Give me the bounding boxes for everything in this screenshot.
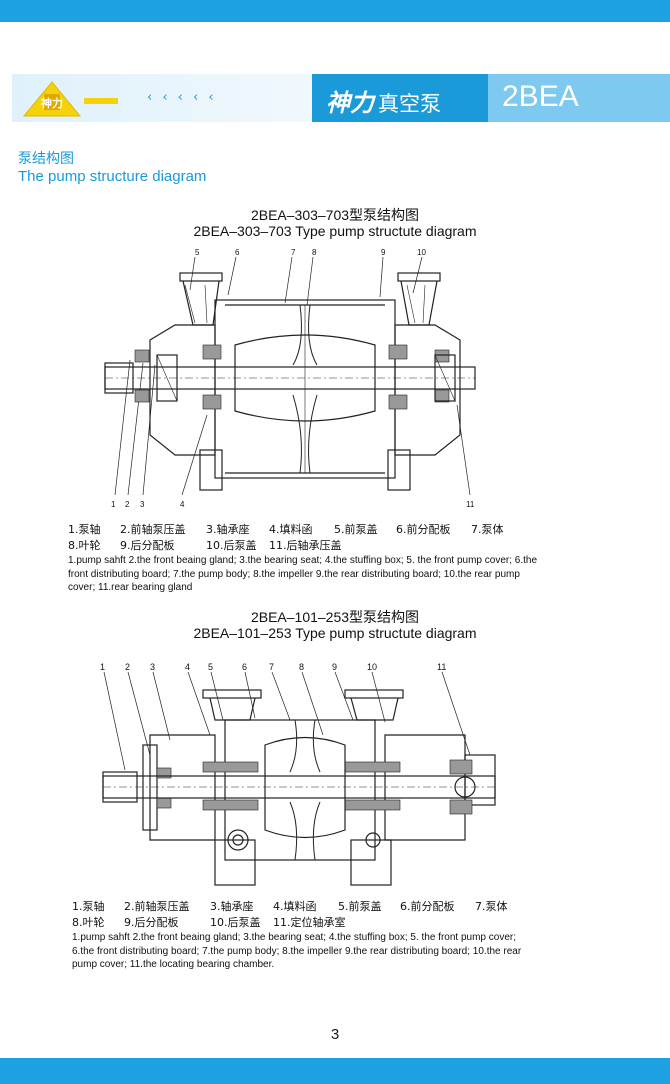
legend-item: 1.泵轴	[72, 900, 105, 913]
callout-7: 7	[269, 662, 274, 672]
diagram1-title-en: 2BEA–303–703 Type pump structute diagram	[193, 223, 477, 239]
header-brand-panel	[312, 74, 488, 122]
callout-2: 2	[125, 662, 130, 672]
legend-item: 2.前轴泵压盖	[120, 523, 186, 536]
callout-5: 5	[208, 662, 213, 672]
legend-item: 3.轴承座	[210, 900, 254, 913]
diagram1-drawing: 5 6 7 8 9 10 1 2 3 4 11	[104, 248, 476, 509]
legend-item: 10.后泵盖	[206, 539, 257, 552]
legend-item: 6.前分配板	[400, 900, 455, 913]
callout-6: 6	[242, 662, 247, 672]
legend-item: 4.填料函	[269, 523, 313, 536]
diagram2-title-en: 2BEA–101–253 Type pump structute diagram	[193, 625, 477, 641]
decorative-chevrons: ‹ ‹ ‹ ‹ ‹	[147, 90, 217, 105]
legend-item: 4.填料函	[273, 900, 317, 913]
legend-item: 8.叶轮	[68, 539, 101, 552]
legend-item: 5.前泵盖	[334, 523, 378, 536]
callout-9: 9	[381, 248, 386, 257]
legend-item: 1.泵轴	[68, 523, 101, 536]
logo-char: 神力	[41, 96, 63, 110]
section-title-en: The pump structure diagram	[18, 168, 207, 185]
diagram2-title-cn: 2BEA–101–253型泵结构图	[250, 609, 420, 625]
legend-item: 2.前轴泵压盖	[124, 900, 190, 913]
brand-title: 神力真空泵	[326, 83, 441, 118]
callout-8: 8	[312, 248, 317, 257]
diagram1-title-cn: 2BEA–303–703型泵结构图	[250, 207, 420, 223]
model-code: 2BEA	[502, 80, 579, 113]
header-model-panel	[488, 74, 670, 122]
brand-main: 神力	[326, 88, 374, 117]
legend-item: 5.前泵盖	[338, 900, 382, 913]
legend-item: 8.叶轮	[72, 916, 105, 929]
callout-2: 2	[125, 500, 130, 509]
callout-4: 4	[185, 662, 190, 672]
section-title-cn: 泵结构图	[18, 151, 74, 167]
callout-11: 11	[437, 662, 446, 672]
legend-item: 11.后轴承压盖	[269, 539, 342, 552]
callout-4: 4	[180, 500, 185, 509]
legend-item: 10.后泵盖	[210, 916, 261, 929]
diagram1-legend-cn-row1: 1.泵轴 2.前轴泵压盖 3.轴承座 4.填料函 5.前泵盖 6.前分配板 7.泵体	[68, 521, 504, 537]
diagram2-drawing: 1 2 3 4 5 6 7 8 9 10 11	[100, 662, 496, 886]
callout-10: 10	[417, 248, 426, 257]
diagram2-legend-en: 1.pump sahft 2.the front beaing gland; 3…	[72, 932, 522, 970]
callout-3: 3	[140, 500, 145, 509]
callout-1: 1	[111, 500, 116, 509]
diagram2-legend-cn-row2: 8.叶轮 9.后分配板 10.后泵盖 11.定位轴承室	[72, 914, 346, 930]
legend-item: 11.定位轴承室	[273, 916, 346, 929]
callout-6: 6	[235, 248, 240, 257]
page-header: 神力 ‹ ‹ ‹ ‹ ‹ 神力真空泵 2BEA	[12, 74, 670, 122]
bottom-color-bar	[0, 1058, 670, 1084]
legend-item: 7.泵体	[471, 523, 504, 536]
callout-10: 10	[367, 662, 377, 672]
legend-item: 9.后分配板	[124, 916, 179, 929]
callout-11: 11	[466, 500, 475, 509]
callout-5: 5	[195, 248, 200, 257]
callout-7: 7	[291, 248, 296, 257]
callout-9: 9	[332, 662, 337, 672]
diagram2-legend-cn-row1: 1.泵轴 2.前轴泵压盖 3.轴承座 4.填料函 5.前泵盖 6.前分配板 7.泵体	[72, 898, 508, 914]
legend-item: 6.前分配板	[396, 523, 451, 536]
page-number: 3	[330, 1026, 340, 1043]
legend-item: 7.泵体	[475, 900, 508, 913]
callout-3: 3	[150, 662, 155, 672]
diagram1-legend-en: 1.pump sahft 2.the front beaing gland; 3…	[68, 555, 538, 593]
top-color-bar	[0, 0, 670, 22]
legend-item: 3.轴承座	[206, 523, 250, 536]
brand-sub: 真空泵	[378, 92, 441, 116]
brand-logo: 神力	[22, 81, 118, 117]
legend-item: 9.后分配板	[120, 539, 175, 552]
callout-1: 1	[100, 662, 105, 672]
diagram1-legend-cn-row2: 8.叶轮 9.后分配板 10.后泵盖 11.后轴承压盖	[68, 537, 342, 553]
callout-8: 8	[299, 662, 304, 672]
